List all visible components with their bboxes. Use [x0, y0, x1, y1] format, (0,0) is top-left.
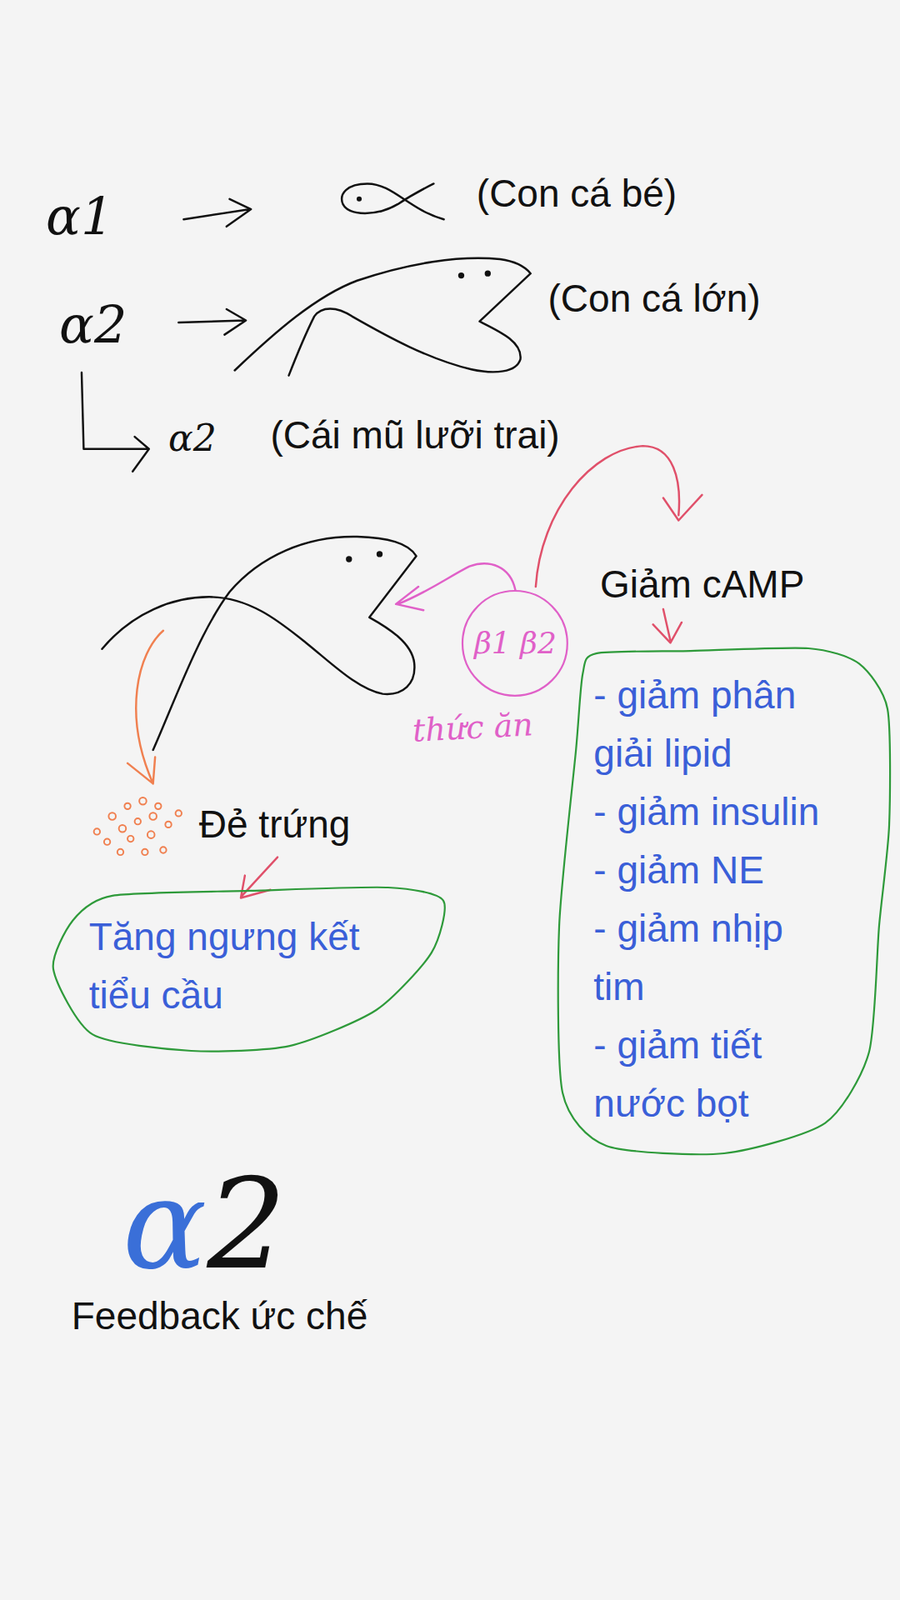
effect-item: - giảm tiết nước bọt: [593, 1015, 840, 1133]
fish-eye: [346, 557, 351, 562]
fish-eye: [377, 551, 382, 556]
arrow: [127, 630, 164, 785]
blob-outline: [53, 887, 448, 1051]
effect-blob: Tăng ngưng kết tiểu cầu: [53, 887, 448, 1051]
effect-item: - giảm insulin: [593, 782, 840, 841]
fish-eye: [357, 197, 361, 201]
receptor-label: β1 β2: [460, 625, 570, 660]
arrow: [81, 372, 150, 472]
mnemonic-note: (Con cá lớn): [548, 276, 761, 321]
eggs: [94, 797, 182, 855]
effect-item: - giảm phân giải lipid: [593, 665, 840, 783]
blob-outline: [558, 647, 890, 1155]
cap-symbol: α2: [168, 417, 217, 460]
small-fish: [341, 183, 444, 220]
receptor-symbol: α1: [45, 186, 114, 246]
feedback-symbol: α2: [122, 1161, 287, 1287]
effect-label: Giảm cAMP: [600, 562, 805, 607]
mnemonic-note: (Cái mũ lưỡi trai): [270, 413, 560, 458]
arrow: [653, 609, 682, 643]
big-fish: [101, 536, 416, 750]
fish-eye: [459, 273, 464, 278]
big-fish: [235, 258, 531, 376]
arrow: [178, 309, 246, 335]
effect-item: - giảm NE: [593, 840, 840, 900]
receptor-circle: β1 β2thức ăn: [460, 589, 570, 698]
fish-eye: [485, 271, 490, 276]
blob-outline: [555, 648, 893, 1154]
effect-list-blob: - giảm phân giải lipid- giảm insulin- gi…: [555, 648, 893, 1154]
effect-item: Tăng ngưng kết tiểu cầu: [89, 907, 390, 1025]
arrow: [183, 199, 251, 227]
effect-item: - giảm nhịp tim: [593, 899, 840, 1016]
receptor-note: thức ăn: [411, 706, 535, 750]
blob-outline: [52, 887, 445, 1052]
receptor-symbol: α2: [59, 295, 127, 355]
feedback-label: Feedback ức chế: [71, 1294, 369, 1339]
mnemonic-note: (Con cá bé): [476, 171, 677, 216]
effect-label: Đẻ trứng: [199, 802, 351, 847]
arrow: [395, 563, 515, 610]
